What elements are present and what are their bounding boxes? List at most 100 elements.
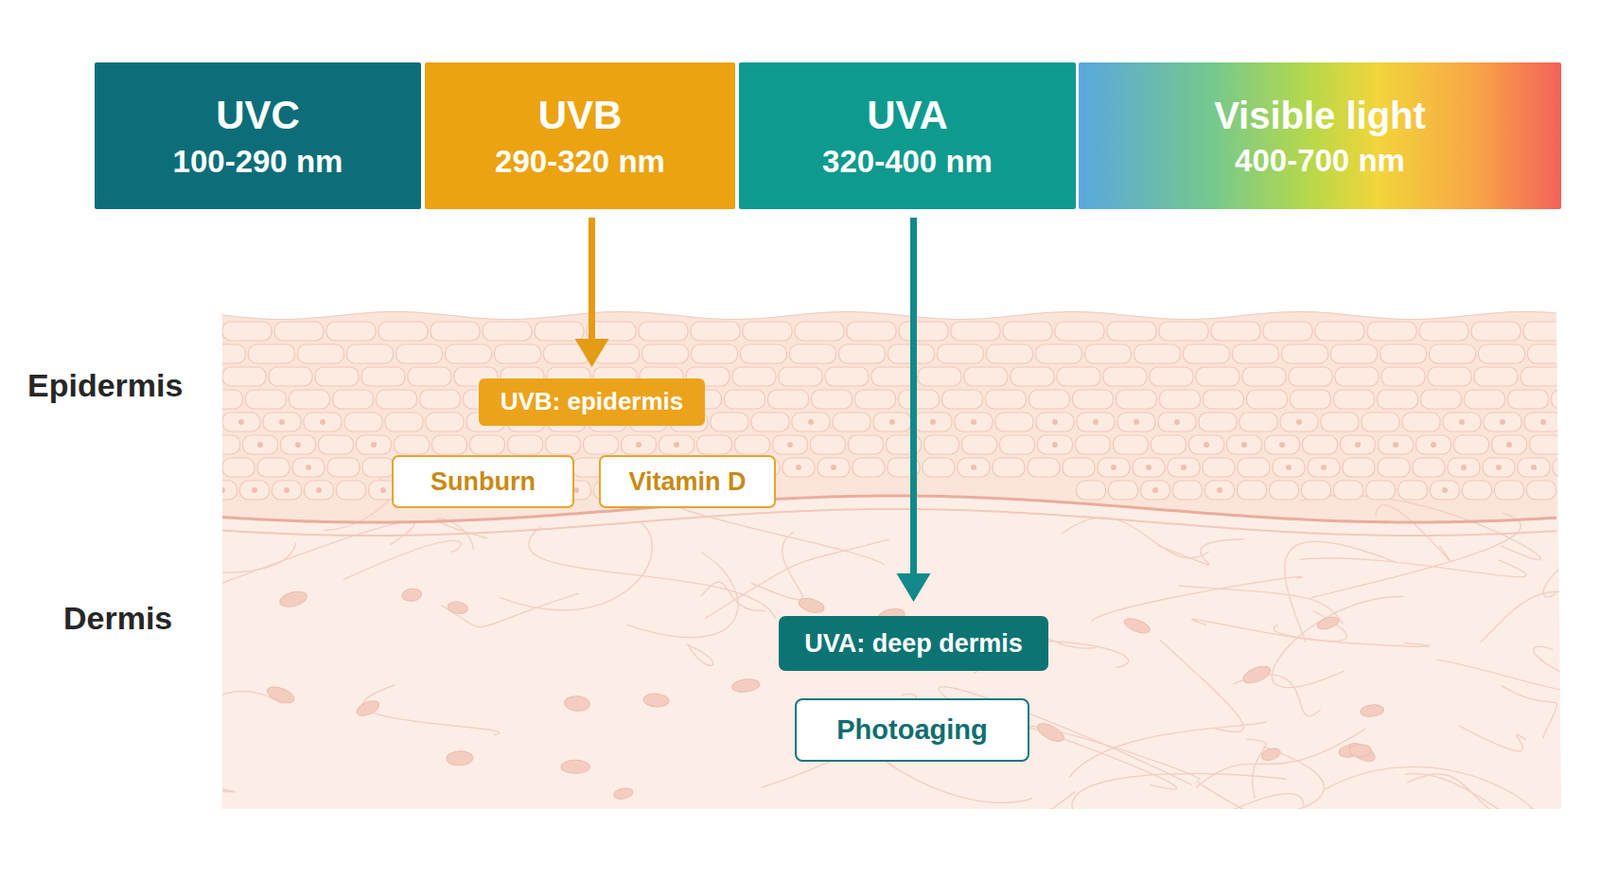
collagen-fibre: [1069, 720, 1267, 778]
skin-cell: [1141, 480, 1171, 500]
skin-cell: [1076, 480, 1107, 500]
skin-cell: [742, 321, 792, 341]
collagen-fibre: [363, 685, 500, 736]
skin-cell: [1263, 321, 1313, 341]
skin-cell: [1227, 435, 1263, 455]
skin-cell: [430, 321, 480, 341]
skin-cell: [1482, 457, 1515, 477]
skin-cell: [917, 367, 962, 387]
skin-cell: [1367, 321, 1417, 341]
skin-cell: [1054, 321, 1105, 341]
skin-cell: [315, 367, 359, 387]
skin-cell: [751, 412, 790, 432]
cell-nucleus: [1459, 419, 1465, 425]
cell-nucleus: [1499, 419, 1506, 425]
skin-cell: [942, 389, 984, 409]
cell-nucleus: [1296, 419, 1302, 425]
effect-box: Photoaging: [794, 698, 1030, 762]
skin-cell: [1419, 321, 1469, 341]
fibroblast-cell: [613, 786, 634, 800]
skin-surface: [222, 311, 1557, 319]
fibroblast-cell: [1316, 615, 1341, 632]
skin-cell: [1421, 389, 1462, 409]
cell-nucleus: [1052, 419, 1058, 425]
skin-cell: [1334, 389, 1375, 409]
skin-cell: [773, 435, 809, 455]
skin-cell: [263, 412, 301, 432]
skin-cell: [1108, 480, 1139, 500]
epidermis-layer: [222, 311, 1557, 523]
skin-cell: [281, 435, 317, 455]
skin-cell: [257, 457, 290, 477]
cell-nucleus: [316, 487, 322, 493]
skin-cell: [1107, 321, 1157, 341]
collagen-fibre: [686, 644, 714, 666]
skin-cell: [1464, 389, 1506, 409]
skin-layers: [104, 311, 1600, 880]
skin-cell: [1151, 435, 1187, 455]
skin-cell: [1454, 435, 1490, 455]
skin-cell: [1288, 367, 1333, 387]
skin-cell: [1280, 412, 1319, 432]
arrow-shaft: [588, 217, 596, 342]
skin-cell: [1027, 457, 1060, 477]
fibroblast-cell: [1241, 663, 1273, 687]
collagen-fibre: [1533, 646, 1600, 702]
skin-cell: [1159, 321, 1209, 341]
skin-cell: [954, 412, 993, 432]
skin-cell: [852, 457, 885, 477]
skin-cell: [545, 435, 581, 455]
skin-cell: [1366, 480, 1396, 500]
skin-cell: [839, 344, 886, 364]
skin-cell: [1242, 367, 1286, 387]
skin-cell: [950, 321, 1001, 341]
skin-cell: [1474, 367, 1518, 387]
fibroblast-cell: [1035, 720, 1067, 745]
skin-cell: [957, 457, 990, 477]
cell-nucleus: [219, 487, 226, 493]
collagen-fibre: [115, 736, 235, 792]
collagen-fibre: [1195, 728, 1366, 788]
skin-cell: [832, 412, 871, 432]
cell-nucleus: [251, 487, 258, 493]
skin-cell: [1427, 367, 1472, 387]
collagen-fibre: [499, 522, 652, 611]
collagen-fibre: [704, 539, 890, 619]
collagen-fibre: [1300, 495, 1541, 561]
fibroblast-cell: [1346, 738, 1378, 765]
dermis-fibres: [104, 469, 1600, 880]
cell-nucleus: [1540, 419, 1547, 425]
wavelength-range: 320-400 nm: [822, 142, 993, 181]
skin-cell: [1377, 457, 1410, 477]
skin-cell: [1416, 435, 1452, 455]
skin-cell: [1000, 435, 1036, 455]
fibroblast-cell: [1122, 615, 1152, 636]
skin-cell: [1508, 389, 1549, 409]
skin-cell: [1471, 321, 1521, 341]
skin-cell: [1551, 389, 1593, 409]
skin-cell: [1290, 389, 1332, 409]
cell-nucleus: [1570, 487, 1577, 493]
collagen-fibre: [751, 532, 803, 600]
skin-cell: [995, 412, 1034, 432]
skin-cell: [848, 435, 884, 455]
skin-cell: [1320, 412, 1359, 432]
layer-name: Dermis: [63, 599, 173, 637]
skin-cell: [1302, 435, 1338, 455]
skin-cell: [846, 321, 897, 341]
skin-cell: [298, 344, 345, 364]
penetration-arrow: [575, 217, 610, 368]
skin-cell: [1442, 412, 1481, 432]
cell-nucleus: [930, 419, 936, 425]
skin-cell: [1301, 480, 1332, 500]
collagen-fibre: [1273, 624, 1430, 647]
cell-nucleus: [830, 464, 837, 471]
skin-cell: [1097, 457, 1130, 477]
skin-cell: [1202, 457, 1235, 477]
fibroblast-cell: [1349, 743, 1372, 757]
skin-cell: [690, 321, 740, 341]
cell-nucleus: [1430, 441, 1437, 448]
skin-cell: [1247, 389, 1288, 409]
collagen-fibre: [627, 552, 739, 638]
skin-cell: [691, 344, 739, 364]
